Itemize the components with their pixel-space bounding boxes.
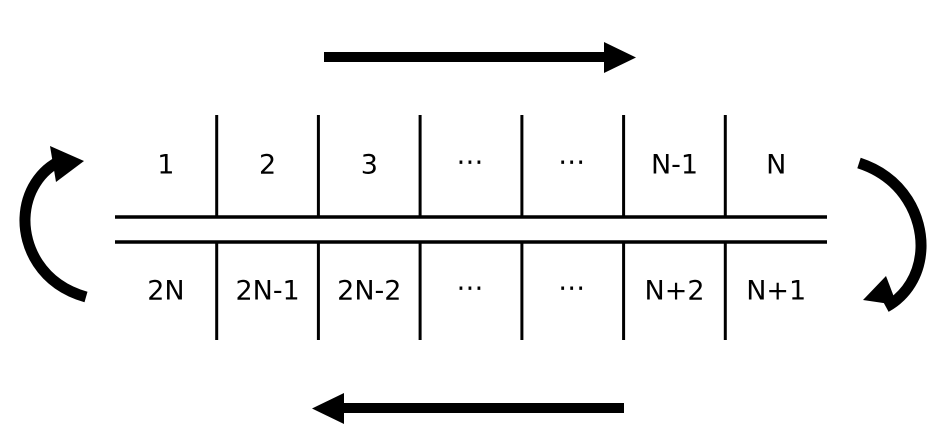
bottom-cell-6: N+2 — [645, 276, 705, 307]
top-cell-5: ⋯ — [558, 147, 587, 178]
reverse-sequence-row: 2N 2N-1 2N-2 ⋯ ⋯ N+2 N+1 — [147, 273, 806, 307]
bottom-row-dividers — [215, 242, 727, 340]
bottom-cell-3: 2N-2 — [337, 276, 401, 307]
bottom-cell-2: 2N-1 — [235, 276, 299, 307]
top-row-dividers — [215, 115, 727, 217]
bottom-cell-4: ⋯ — [457, 273, 486, 304]
top-cell-6: N-1 — [651, 150, 698, 181]
right-wrap-arrow — [857, 157, 927, 312]
bottom-cell-7: N+1 — [746, 276, 806, 307]
left-wrap-arc — [19, 154, 88, 303]
bottom-cell-5: ⋯ — [558, 273, 587, 304]
right-wrap-arrow-head-icon — [863, 276, 897, 305]
bottom-arrow-head-icon — [312, 393, 344, 424]
top-cell-1: 1 — [157, 150, 174, 181]
left-wrap-arrow — [19, 146, 88, 303]
top-cell-3: 3 — [361, 150, 378, 181]
top-cell-4: ⋯ — [457, 147, 486, 178]
top-arrow-head-icon — [604, 42, 636, 73]
right-wrap-arc — [857, 157, 927, 312]
bottom-cell-1: 2N — [147, 276, 184, 307]
center-double-rail — [115, 215, 827, 244]
bottom-direction-arrow — [312, 393, 624, 424]
top-cell-2: 2 — [259, 150, 276, 181]
left-wrap-arrow-head-icon — [50, 146, 84, 182]
top-cell-7: N — [766, 150, 786, 181]
forward-sequence-row: 1 2 3 ⋯ ⋯ N-1 N — [157, 147, 786, 181]
top-direction-arrow — [324, 42, 636, 73]
